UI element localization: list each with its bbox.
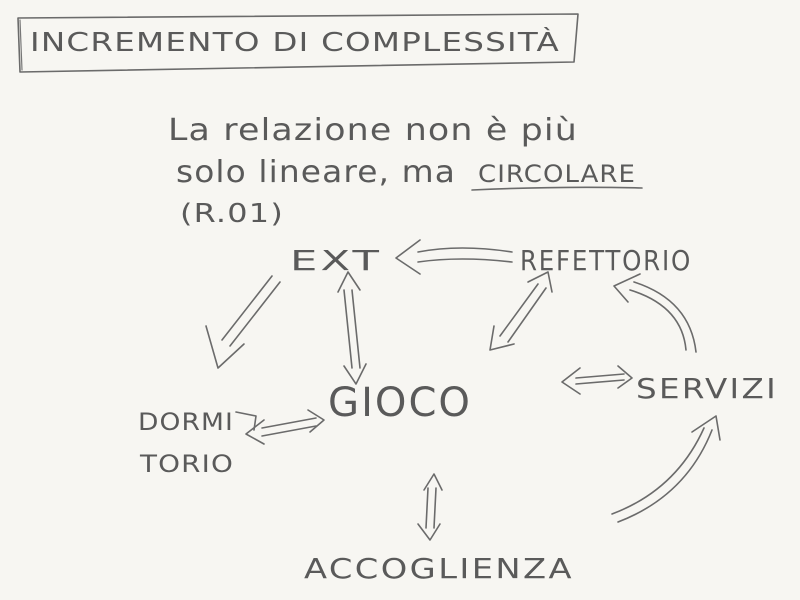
arrow-accoglienza-to-servizi [611, 415, 721, 523]
subtitle: La relazione non è più solo lineare, ma … [168, 113, 643, 229]
node-servizi: SERVIZI [636, 372, 778, 405]
arrow-servizi-to-refettorio [613, 273, 697, 353]
node-ext: EXT [290, 244, 382, 277]
subtitle-emphasis: CIRCOLARE [478, 160, 636, 188]
title-box: INCREMENTO DI COMPLESSITÀ [17, 13, 579, 73]
node-dormitorio-line-1: DORMI [138, 408, 234, 436]
node-gioco: GIOCO [328, 380, 472, 426]
arrow-ext-gioco [337, 271, 367, 385]
node-accoglienza: ACCOGLIENZA [304, 552, 574, 585]
arrow-refettorio-gioco [489, 271, 553, 351]
arrow-refettorio-to-ext [395, 239, 513, 275]
arrow-gioco-accoglienza [417, 473, 443, 541]
arrow-servizi-gioco [561, 365, 633, 395]
node-refettorio: REFETTORIO [520, 244, 692, 277]
node-dormitorio-line-2: TORIO [139, 450, 234, 478]
subtitle-reference: (R.01) [180, 199, 284, 229]
arrow-dormitorio-gioco [235, 409, 325, 445]
page-title: INCREMENTO DI COMPLESSITÀ [30, 26, 560, 58]
emphasis-underline [471, 186, 643, 191]
subtitle-line-1: La relazione non è più [168, 113, 578, 148]
subtitle-line-2-prefix: solo lineare, ma [176, 155, 456, 190]
arrow-ext-to-dormitorio [205, 275, 281, 369]
